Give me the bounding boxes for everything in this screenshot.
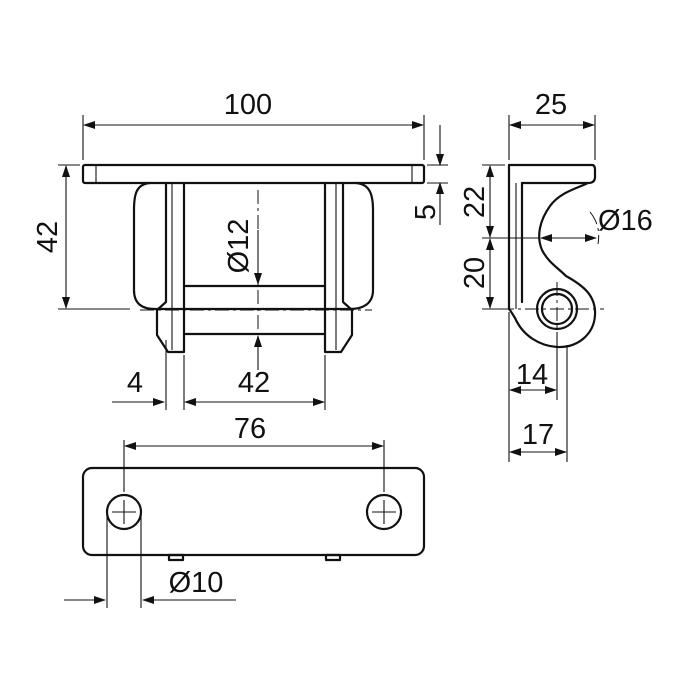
dim-pin-diameter-12: Ø12 [223,219,255,274]
front-mounting-plate [81,163,426,185]
dim-hole-diameter-10: Ø10 [169,567,224,599]
plan-mounting-plate [81,466,426,557]
dim-height-42: 42 [32,221,64,253]
plan-view-dimensions: 76 Ø10 [64,413,385,608]
plan-view [81,466,426,562]
plan-left-lug-stub [167,553,185,562]
dim-eye-diameter-16: Ø16 [598,205,653,237]
plan-right-hole [365,493,403,531]
dim-eye-outer-17: 17 [522,419,554,451]
side-top-plate [507,163,597,185]
plan-right-lug-stub [324,553,342,562]
dim-lug-spacing-42: 42 [238,367,270,399]
dim-upper-height-22: 22 [459,186,491,218]
dim-depth-25: 25 [535,89,567,121]
front-right-lug [323,181,354,354]
dim-eye-center-14: 14 [516,359,548,391]
front-hinge-body [132,181,375,311]
dim-lug-thickness-4: 4 [127,367,143,399]
dim-width-100: 100 [224,89,272,121]
side-view [500,163,604,360]
front-view-dimensions: 100 42 5 Ø12 4 42 [32,89,448,410]
dim-hole-spacing-76: 76 [234,413,266,445]
dim-plate-thickness-5: 5 [410,204,442,220]
side-view-dimensions: 25 22 20 Ø16 14 17 [459,89,653,462]
dim-lower-height-20: 20 [459,257,491,289]
side-curled-knuckle [507,181,597,349]
front-left-lug [155,181,186,354]
